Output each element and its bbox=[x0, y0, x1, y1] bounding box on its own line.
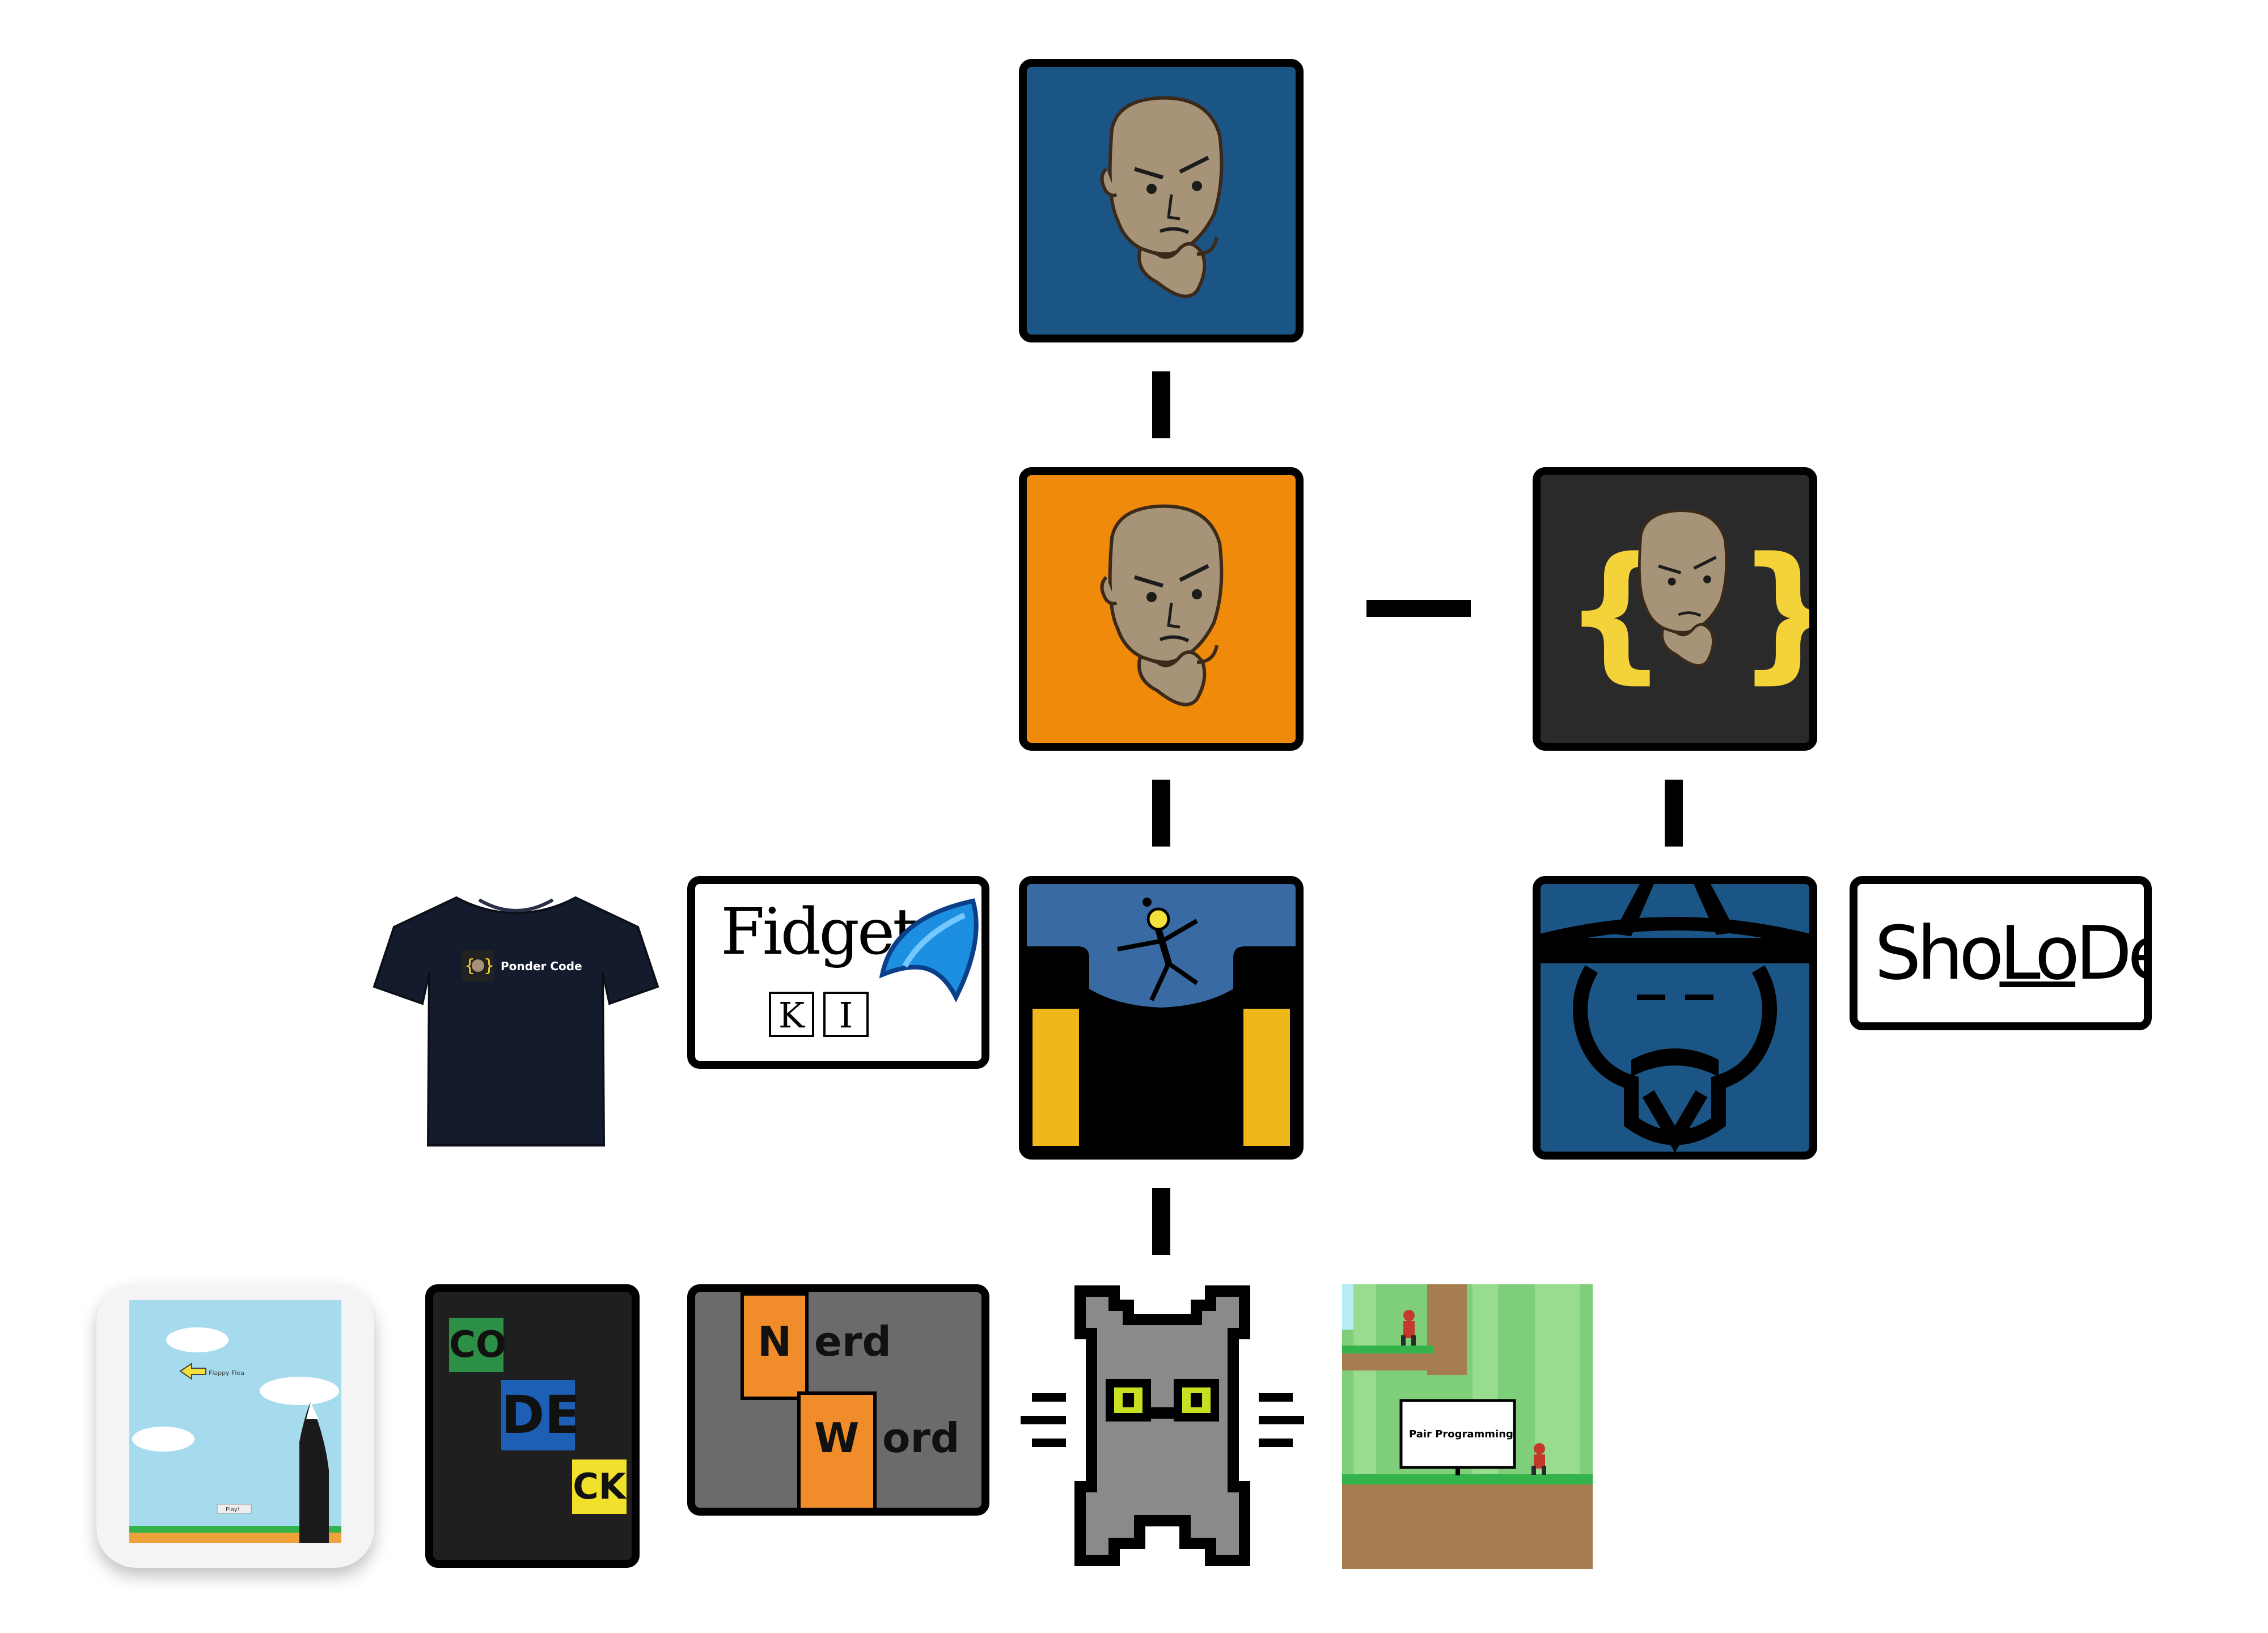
fidget-tile: Fidget K I bbox=[687, 876, 989, 1069]
connector-mid-horizontal bbox=[1366, 600, 1471, 617]
connector-top bbox=[1152, 371, 1170, 438]
svg-text:{: { bbox=[464, 956, 475, 976]
fidget-title: Fidget bbox=[721, 895, 918, 969]
key-k: K bbox=[769, 992, 814, 1037]
nerdword-w-block bbox=[797, 1391, 877, 1508]
svg-text:}: } bbox=[484, 956, 494, 976]
nerdword-ord: ord bbox=[882, 1414, 960, 1462]
flappy-play-button: Play! bbox=[226, 1507, 240, 1513]
player-one bbox=[1401, 1310, 1416, 1346]
platformer-scene-icon: Pair Programming bbox=[1342, 1284, 1593, 1569]
nerdword-n-block bbox=[741, 1292, 809, 1400]
connector-mid-right bbox=[1665, 780, 1683, 847]
sholodex-part-lo: Lo bbox=[1999, 910, 2080, 996]
skydiver-tile bbox=[1019, 876, 1304, 1160]
pair-programming-sign: Pair Programming bbox=[1409, 1428, 1513, 1440]
sholodex-part-sho: Sho bbox=[1875, 910, 2004, 996]
ponder-code-braces-tile: { } bbox=[1533, 467, 1817, 751]
codeck-tile: CO DE CK bbox=[425, 1284, 640, 1568]
sholodex-part-dex: Dex bbox=[2075, 910, 2144, 996]
thinking-face-icon bbox=[1100, 96, 1224, 298]
flappy-flea-app: Flappy Flea Play! bbox=[96, 1284, 374, 1568]
ponder-blue-tile bbox=[1019, 59, 1304, 342]
tshirt-product: { } Ponder Code bbox=[371, 887, 661, 1154]
codeck-de: DE bbox=[501, 1380, 580, 1450]
pixel-cat bbox=[1021, 1283, 1304, 1572]
right-brace: } bbox=[1736, 526, 1809, 697]
flappy-flea-label: Flappy Flea bbox=[209, 1369, 244, 1377]
fin-icon bbox=[879, 898, 979, 1002]
nerdword-n: N bbox=[758, 1318, 792, 1365]
flappy-flea-app-icon: Flappy Flea Play! bbox=[129, 1300, 341, 1543]
player-two bbox=[1531, 1443, 1546, 1475]
pair-programming-scene: Pair Programming bbox=[1342, 1284, 1593, 1569]
nerdword-w: W bbox=[814, 1414, 860, 1462]
sholodex-title: ShoLoDex bbox=[1875, 910, 2144, 996]
nerdword-erd: erd bbox=[814, 1318, 891, 1365]
tshirt-label: Ponder Code bbox=[501, 959, 582, 973]
tshirt-icon: { } Ponder Code bbox=[373, 896, 659, 1147]
codeck-co: CO bbox=[449, 1318, 506, 1372]
pixel-cat-icon bbox=[1021, 1285, 1304, 1566]
nerdword-tile: N erd W ord bbox=[687, 1284, 989, 1516]
thinking-face-braces-icon: { } bbox=[1563, 509, 1809, 697]
wizard-face-icon bbox=[1541, 884, 1809, 1152]
wizard-tile bbox=[1533, 876, 1817, 1160]
fidget-keys: K I bbox=[769, 992, 869, 1037]
connector-bottom bbox=[1152, 1188, 1170, 1255]
ponder-orange-tile bbox=[1019, 467, 1304, 751]
thinking-face-icon bbox=[1100, 504, 1224, 706]
connector-mid-left bbox=[1152, 780, 1170, 847]
skydiver-icon bbox=[1027, 884, 1296, 1152]
sholodex-tile: ShoLoDex bbox=[1850, 876, 2152, 1030]
key-i: I bbox=[823, 992, 869, 1037]
codeck-ck: CK bbox=[572, 1459, 627, 1514]
